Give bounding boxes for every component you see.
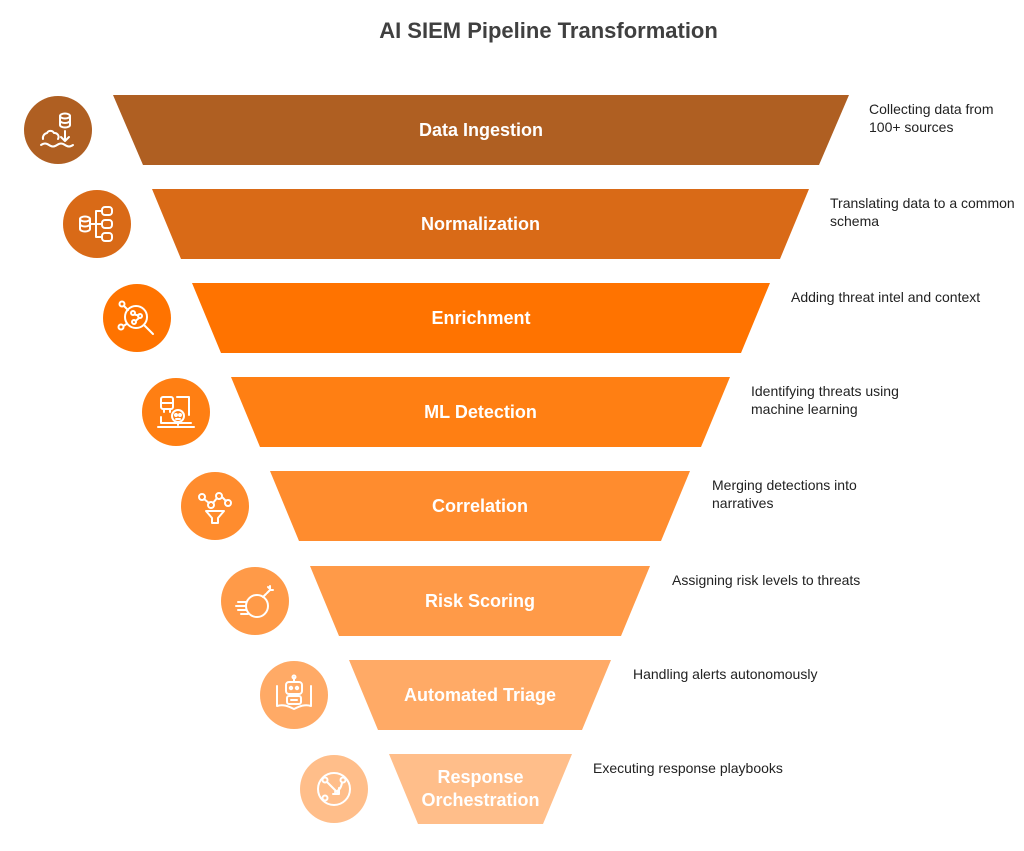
laptop-threat-icon [142, 378, 210, 446]
workflow-arrows-icon [300, 755, 368, 823]
stage-description: Translating data to a common schema [830, 195, 1015, 229]
stage-label: Response Orchestration [421, 767, 540, 810]
stage-label: Normalization [420, 213, 540, 234]
stage-description: Identifying threats using machine learni… [751, 383, 899, 417]
stage-band: Normalization [152, 189, 809, 259]
stage-band: ML Detection [231, 377, 730, 447]
stage-band: Risk Scoring [310, 566, 650, 636]
stage-label: Correlation [431, 495, 528, 516]
data-ingestion-icon [24, 96, 92, 164]
bomb-icon [221, 567, 289, 635]
stage-description: Collecting data from 100+ sources [869, 101, 994, 135]
stage-label: ML Detection [424, 401, 537, 422]
stage-normalization: Normalization Translating data to a comm… [0, 189, 1024, 259]
stage-label: Risk Scoring [424, 590, 536, 611]
stage-band: Data Ingestion [113, 95, 849, 165]
stage-description: Merging detections into narratives [712, 477, 857, 511]
funnel-network-icon [181, 472, 249, 540]
page-title: AI SIEM Pipeline Transformation [379, 18, 718, 43]
stage-data-ingestion: Data Ingestion Collecting data from 100+… [0, 95, 1024, 165]
stage-label: Automated Triage [403, 684, 557, 705]
stage-band: Automated Triage [349, 660, 611, 730]
stage-band: Correlation [270, 471, 690, 541]
stage-risk-scoring: Risk Scoring Assigning risk levels to th… [0, 566, 1024, 636]
robot-book-icon [260, 661, 328, 729]
database-normalize-icon [63, 190, 131, 258]
stage-correlation: Correlation Merging detections into narr… [0, 471, 1024, 541]
stage-band: Enrichment [192, 283, 770, 353]
stage-label: Enrichment [431, 307, 531, 328]
stage-description: Handling alerts autonomously [633, 666, 818, 682]
stage-enrichment: Enrichment Adding threat intel and conte… [0, 283, 1024, 353]
stage-automated-triage: Automated Triage Handling alerts autonom… [0, 660, 1024, 730]
stage-description: Executing response playbooks [593, 760, 783, 776]
stage-ml-detection: ML Detection Identifying threats using m… [0, 377, 1024, 447]
stage-description: Assigning risk levels to threats [672, 572, 861, 588]
network-search-icon [103, 284, 171, 352]
stage-description: Adding threat intel and context [791, 289, 981, 305]
stage-band: Response Orchestration [389, 754, 572, 824]
stage-response-orchestration: Response Orchestration Executing respons… [0, 754, 1024, 824]
stage-label: Data Ingestion [418, 119, 543, 140]
